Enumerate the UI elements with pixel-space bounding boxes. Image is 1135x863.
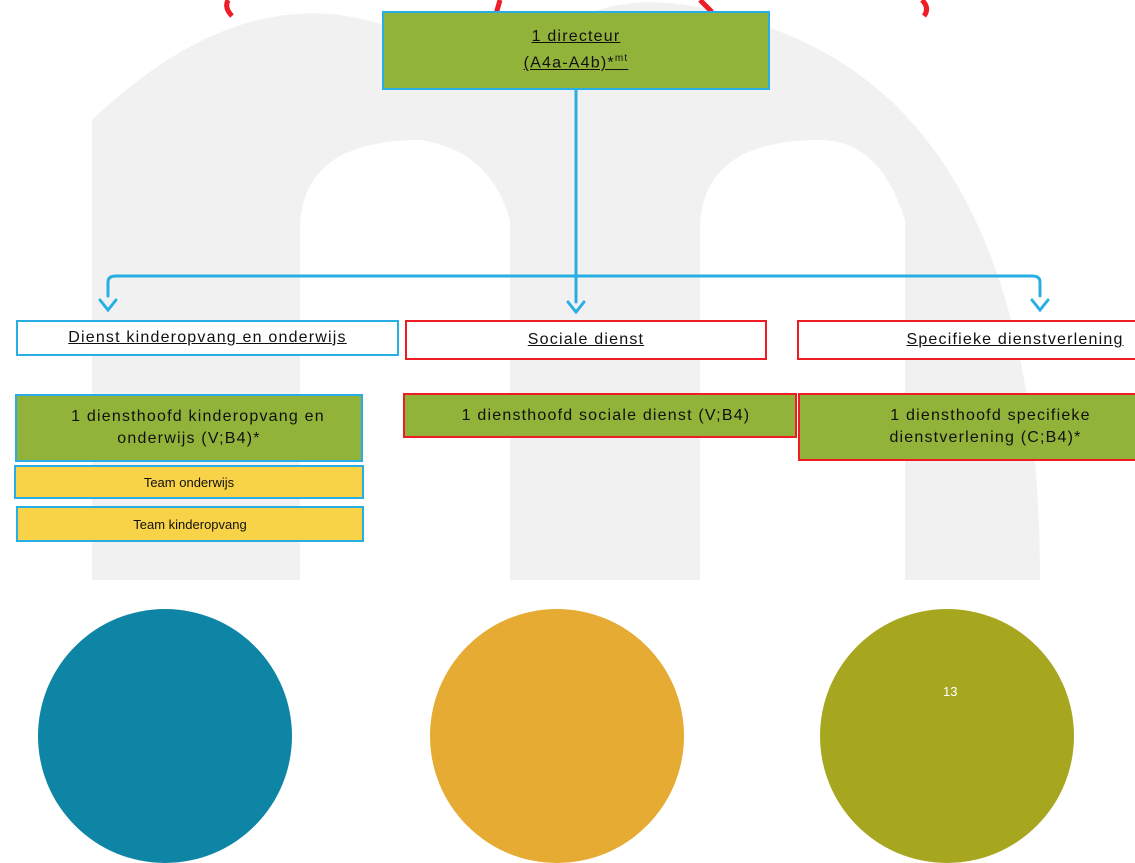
head-kinderopvang-box: 1 diensthoofd kinderopvang en onderwijs …	[15, 394, 363, 462]
director-box[interactable]: 1 directeur (A4a-A4b)*mt	[382, 11, 770, 90]
head-kinderopvang-line2: onderwijs (V;B4)*	[117, 430, 261, 447]
team-onderwijs-label: Team onderwijs	[143, 474, 235, 490]
page-number: 13	[943, 684, 958, 699]
circle-orange	[430, 609, 684, 863]
director-sup: mt	[614, 53, 629, 65]
team-onderwijs-box: Team onderwijs	[14, 465, 364, 499]
head-specifieke-box: 1 diensthoofd specifieke dienstverlening…	[798, 393, 1135, 461]
circle-olive: 13	[820, 609, 1074, 863]
director-grade[interactable]: (A4a-A4b)*mt	[523, 53, 629, 72]
director-title[interactable]: 1 directeur	[531, 28, 621, 46]
head-kinderopvang-line1: 1 diensthoofd kinderopvang en	[71, 408, 325, 425]
head-sociale-box: 1 diensthoofd sociale dienst (V;B4)	[403, 393, 797, 438]
dept-sociale-box[interactable]: Sociale dienst	[405, 320, 767, 360]
circle-teal	[38, 609, 292, 863]
dept-specifieke-box[interactable]: Specifieke dienstverlening	[797, 320, 1135, 360]
team-kinderopvang-label: Team kinderopvang	[133, 516, 247, 532]
dept-specifieke-label[interactable]: Specifieke dienstverlening	[906, 331, 1124, 348]
connector-lines	[98, 88, 1050, 315]
team-kinderopvang-box: Team kinderopvang	[16, 506, 364, 542]
head-specifieke-line2: dienstverlening (C;B4)*	[889, 429, 1082, 446]
head-specifieke-line1: 1 diensthoofd specifieke	[890, 407, 1091, 424]
dept-kinderopvang-label[interactable]: Dienst kinderopvang en onderwijs	[68, 329, 347, 346]
dept-kinderopvang-box[interactable]: Dienst kinderopvang en onderwijs	[16, 320, 399, 356]
background-watermark	[92, 2, 1040, 581]
dept-sociale-label[interactable]: Sociale dienst	[527, 331, 645, 348]
head-sociale-label: 1 diensthoofd sociale dienst (V;B4)	[461, 406, 751, 424]
